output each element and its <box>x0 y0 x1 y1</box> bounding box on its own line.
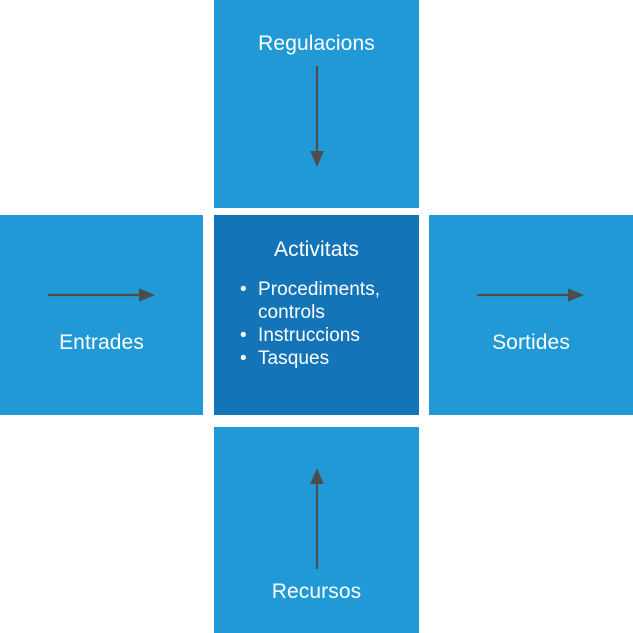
arrow-down-icon <box>305 66 329 168</box>
activitats-list: • Procediments, controls • Instruccions … <box>240 278 409 370</box>
box-regulacions[interactable]: Regulacions <box>214 0 419 208</box>
list-item-label: Procediments, controls <box>258 279 381 323</box>
box-activitats[interactable]: Activitats • Procediments, controls • In… <box>214 215 419 415</box>
list-item[interactable]: • Tasques <box>240 347 409 370</box>
arrow-right-icon <box>477 285 585 305</box>
box-entrades-label: Entrades <box>59 331 144 354</box>
list-item[interactable]: • Instruccions <box>240 324 409 347</box>
bullet-icon: • <box>240 348 247 369</box>
bullet-icon: • <box>240 325 247 346</box>
box-recursos[interactable]: Recursos <box>214 427 419 633</box>
list-item-label: Instruccions <box>258 325 360 346</box>
list-item-label: Tasques <box>258 348 330 369</box>
box-entrades[interactable]: Entrades <box>0 215 203 415</box>
box-regulacions-label: Regulacions <box>258 32 375 55</box>
arrow-up-icon <box>305 467 329 569</box>
box-activitats-label: Activitats <box>273 238 360 261</box>
box-recursos-label: Recursos <box>271 580 362 603</box>
list-item[interactable]: • Procediments, controls <box>240 278 409 324</box>
bullet-icon: • <box>240 279 247 300</box>
box-sortides-label: Sortides <box>492 331 570 354</box>
arrow-right-icon <box>47 285 156 305</box>
box-sortides[interactable]: Sortides <box>429 215 633 415</box>
